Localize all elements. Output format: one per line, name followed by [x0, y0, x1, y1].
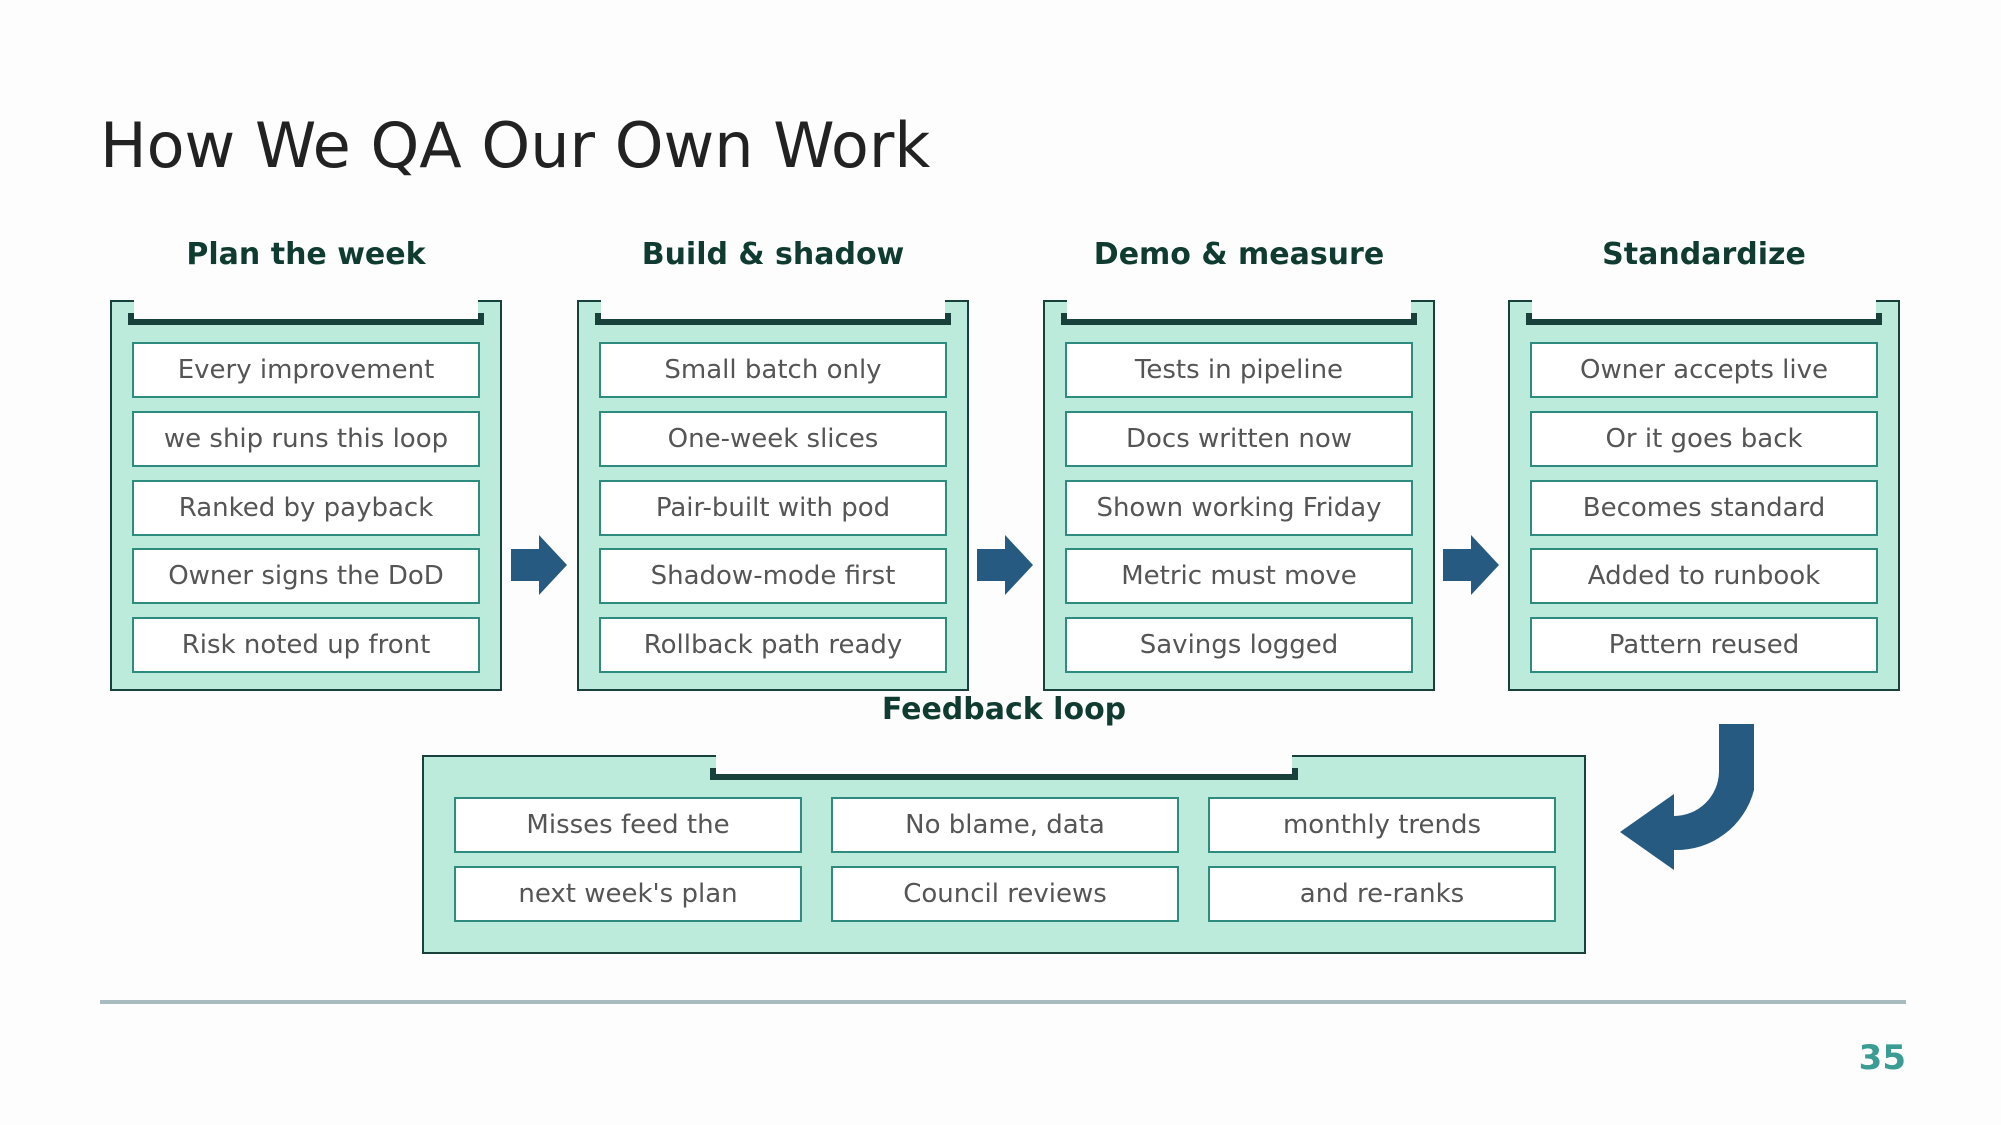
stage-item: Docs written now [1065, 411, 1413, 467]
stage-item: Owner accepts live [1530, 342, 1878, 398]
feedback-item: No blame, data [831, 797, 1179, 853]
feedback-title: Feedback loop [881, 692, 1127, 727]
stage-item: Rollback path ready [599, 617, 947, 673]
stage-panel-plan: Plan the week Every improvement we ship … [110, 240, 502, 691]
feedback-panel: Feedback loop Misses feed the No blame, … [422, 695, 1586, 954]
feedback-item: and re-ranks [1208, 866, 1556, 922]
feedback-item: monthly trends [1208, 797, 1556, 853]
arrow-right-icon [977, 535, 1033, 595]
stage-title: Standardize [1602, 237, 1806, 272]
stage-item: Pair-built with pod [599, 480, 947, 536]
stage-title: Plan the week [186, 237, 426, 272]
stage-item: Ranked by payback [132, 480, 480, 536]
stage-item: Metric must move [1065, 548, 1413, 604]
feedback-item: next week's plan [454, 866, 802, 922]
stage-header: Plan the week [128, 240, 484, 325]
stage-header: Standardize [1526, 240, 1882, 325]
stage-item: Shown working Friday [1065, 480, 1413, 536]
footer-divider [100, 1000, 1906, 1004]
stage-item: Added to runbook [1530, 548, 1878, 604]
feedback-item: Council reviews [831, 866, 1179, 922]
stage-item: Owner signs the DoD [132, 548, 480, 604]
arrow-right-icon [511, 535, 567, 595]
stage-title: Demo & measure [1093, 237, 1385, 272]
stage-item: Every improvement [132, 342, 480, 398]
feedback-header: Feedback loop [710, 695, 1298, 780]
stage-item: Becomes standard [1530, 480, 1878, 536]
stage-item: Pattern reused [1530, 617, 1878, 673]
stage-item: Shadow-mode first [599, 548, 947, 604]
page-number: 35 [1858, 1038, 1906, 1078]
stage-item: Risk noted up front [132, 617, 480, 673]
stage-item: we ship runs this loop [132, 411, 480, 467]
slide-title: How We QA Our Own Work [100, 109, 931, 182]
stage-item: Or it goes back [1530, 411, 1878, 467]
feedback-item: Misses feed the [454, 797, 802, 853]
stage-item: Small batch only [599, 342, 947, 398]
stage-title: Build & shadow [641, 237, 905, 272]
stage-header: Build & shadow [595, 240, 951, 325]
stage-item: Tests in pipeline [1065, 342, 1413, 398]
stage-panel-build: Build & shadow Small batch only One-week… [577, 240, 969, 691]
stage-header: Demo & measure [1061, 240, 1417, 325]
stage-panel-standardize: Standardize Owner accepts live Or it goe… [1508, 240, 1900, 691]
stage-item: One-week slices [599, 411, 947, 467]
stage-item: Savings logged [1065, 617, 1413, 673]
return-arrow-icon [1620, 724, 1754, 870]
stage-panel-demo: Demo & measure Tests in pipeline Docs wr… [1043, 240, 1435, 691]
arrow-right-icon [1443, 535, 1499, 595]
